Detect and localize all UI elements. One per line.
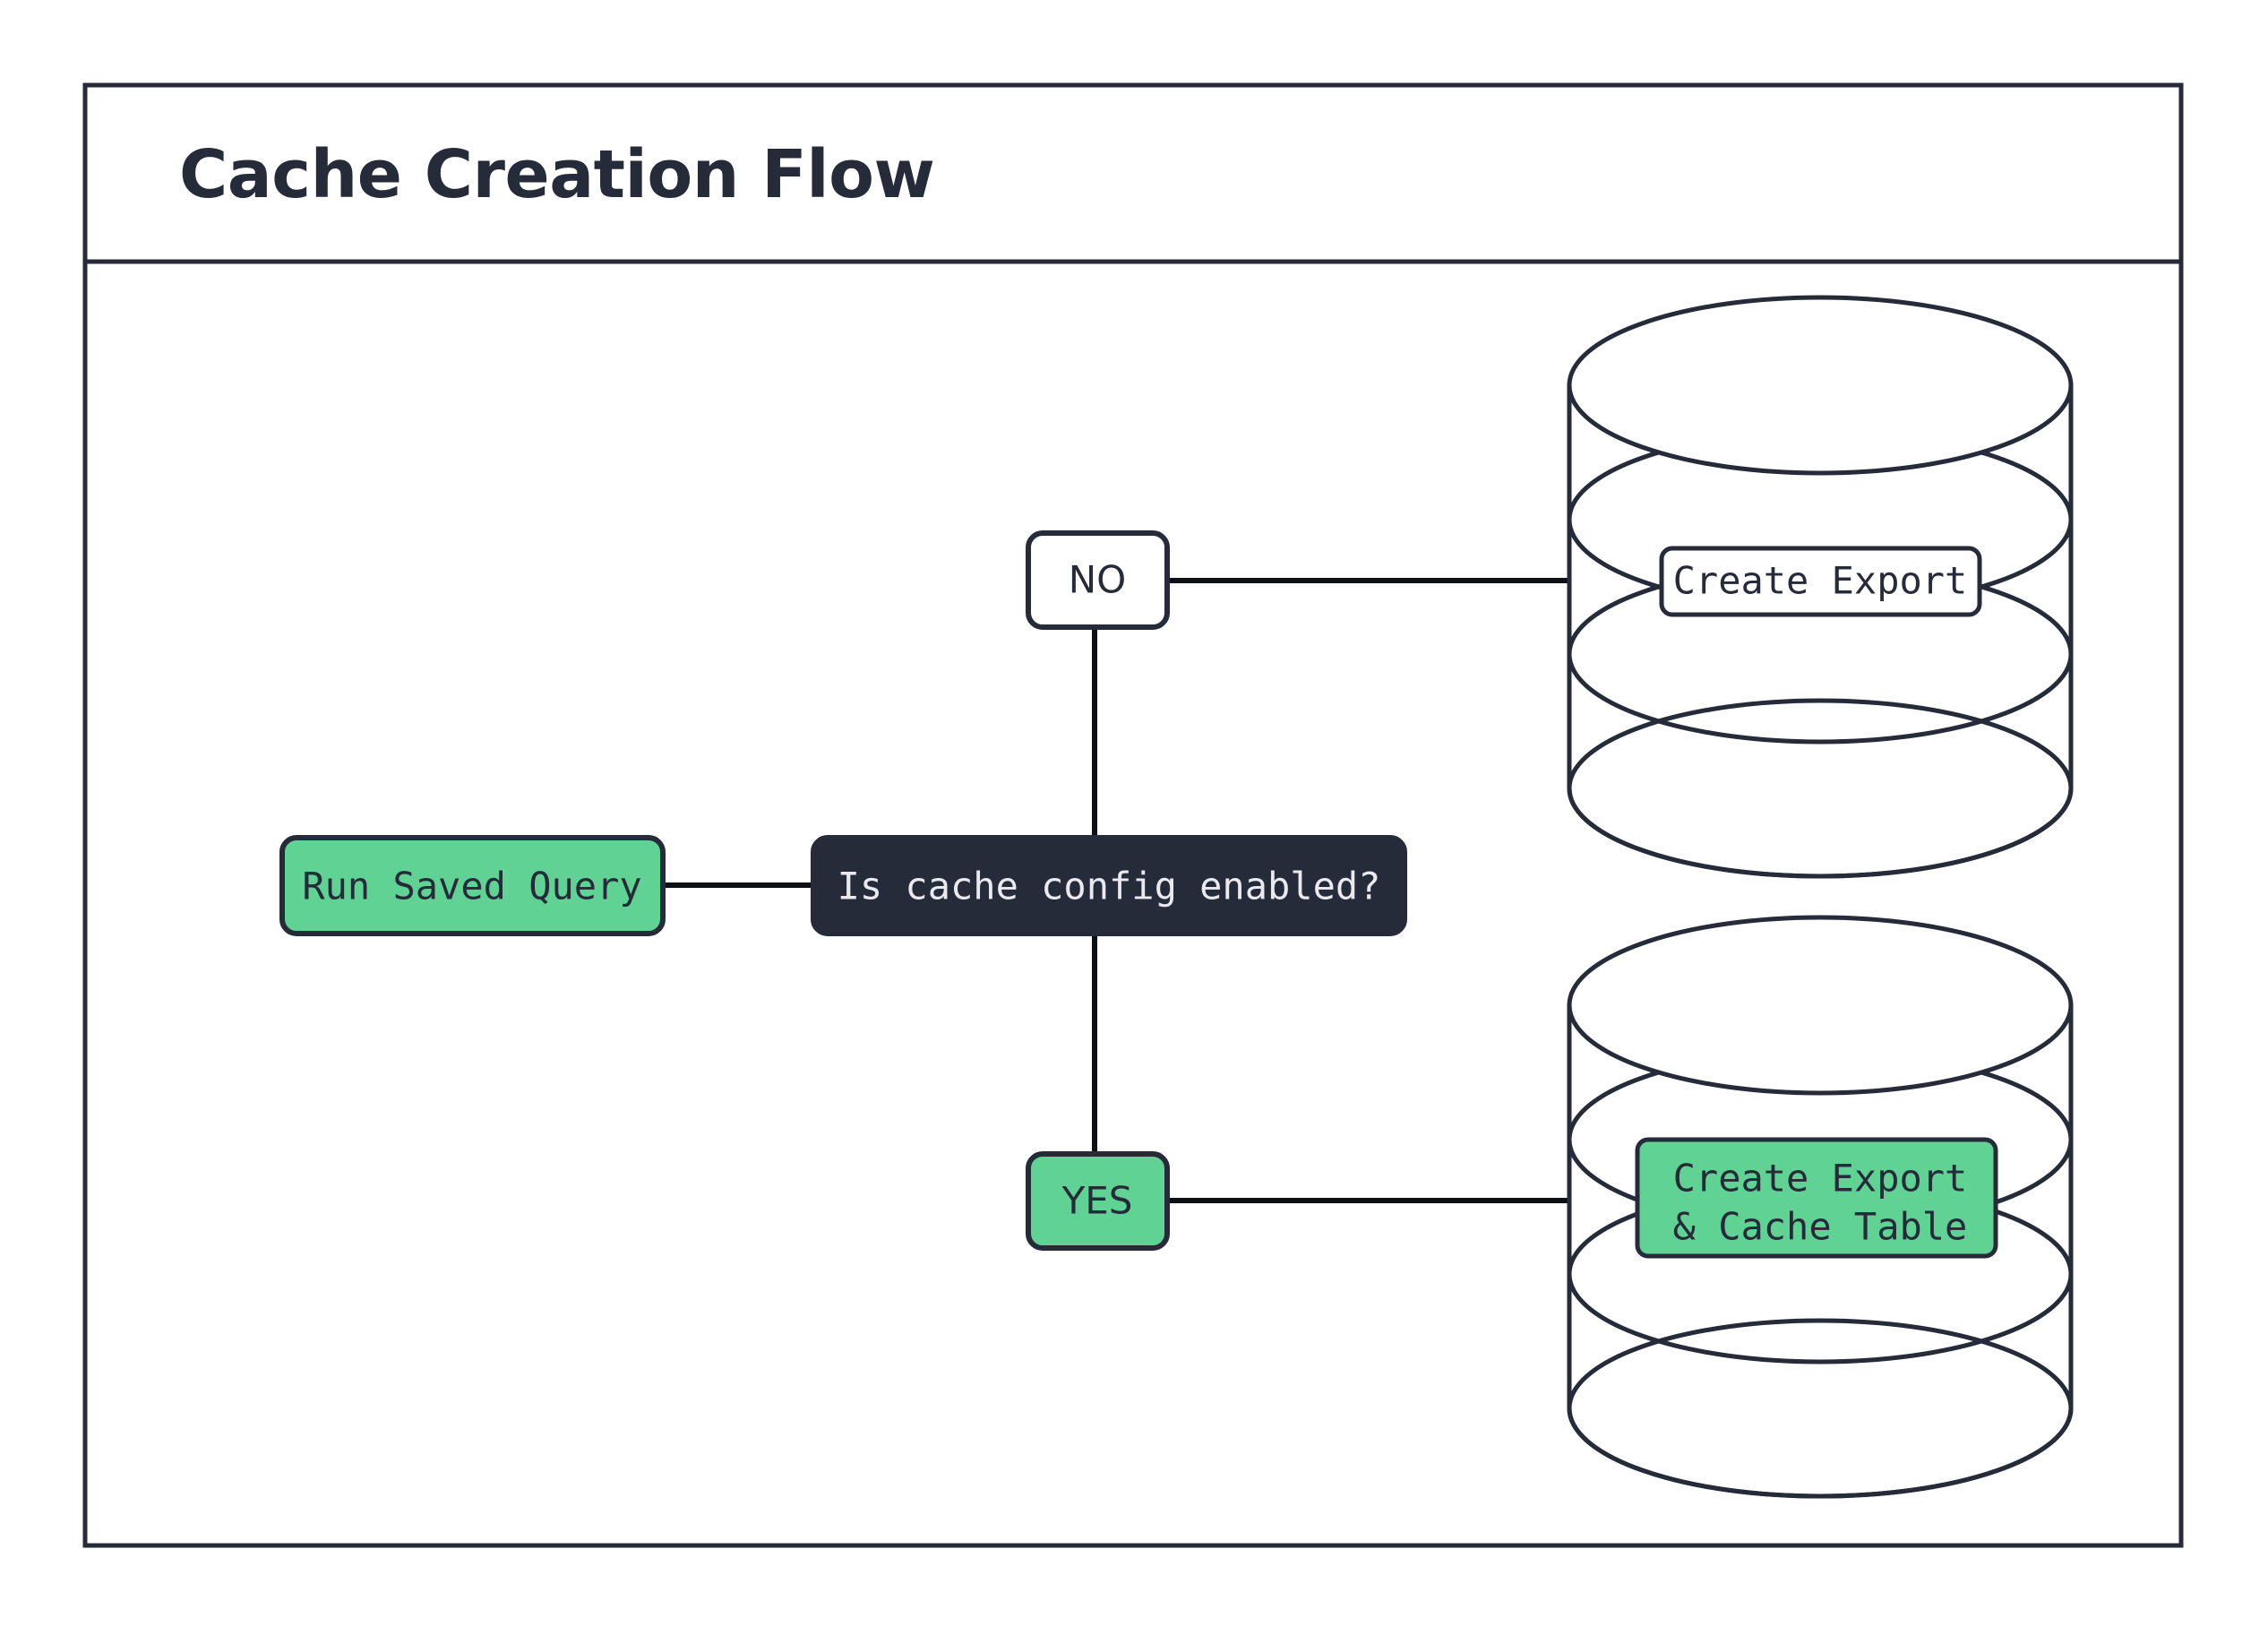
node-decision-box bbox=[811, 835, 1407, 936]
database-label-box bbox=[1659, 546, 1982, 617]
node-decision-label: Is cache config enabled? bbox=[838, 865, 1381, 908]
database-create-export[interactable]: Create Export bbox=[1567, 295, 2074, 879]
node-run-saved-query-box bbox=[279, 835, 666, 936]
edge-label-no[interactable]: NO bbox=[1026, 530, 1170, 630]
database-disk-4 bbox=[1567, 1318, 2074, 1499]
edge-label-yes[interactable]: YES bbox=[1026, 1151, 1170, 1251]
database-create-export-cache-table[interactable]: Create Export & Cache Table bbox=[1567, 915, 2074, 1499]
edge-label-yes-text: YES bbox=[1061, 1179, 1133, 1223]
page-title: Cache Creation Flow bbox=[179, 136, 934, 213]
node-run-saved-query-label: Run Saved Query bbox=[302, 865, 641, 908]
diagram-frame bbox=[82, 82, 2184, 1548]
database-label-text-line2: & Cache Table bbox=[1673, 1205, 1968, 1249]
edge-label-no-box bbox=[1026, 530, 1170, 630]
node-decision-cache-config[interactable]: Is cache config enabled? bbox=[811, 835, 1407, 936]
database-disk-4 bbox=[1567, 698, 2074, 879]
edge-label-no-text: NO bbox=[1069, 558, 1126, 602]
database-disk-1-top bbox=[1567, 295, 2074, 476]
database-disk-1-top bbox=[1567, 915, 2074, 1096]
edge-label-yes-box bbox=[1026, 1151, 1170, 1251]
database-label-box bbox=[1635, 1137, 1998, 1259]
database-label-text-line1: Create Export bbox=[1673, 1157, 1968, 1201]
database-label-text: Create Export bbox=[1673, 559, 1968, 603]
node-run-saved-query[interactable]: Run Saved Query bbox=[279, 835, 666, 936]
